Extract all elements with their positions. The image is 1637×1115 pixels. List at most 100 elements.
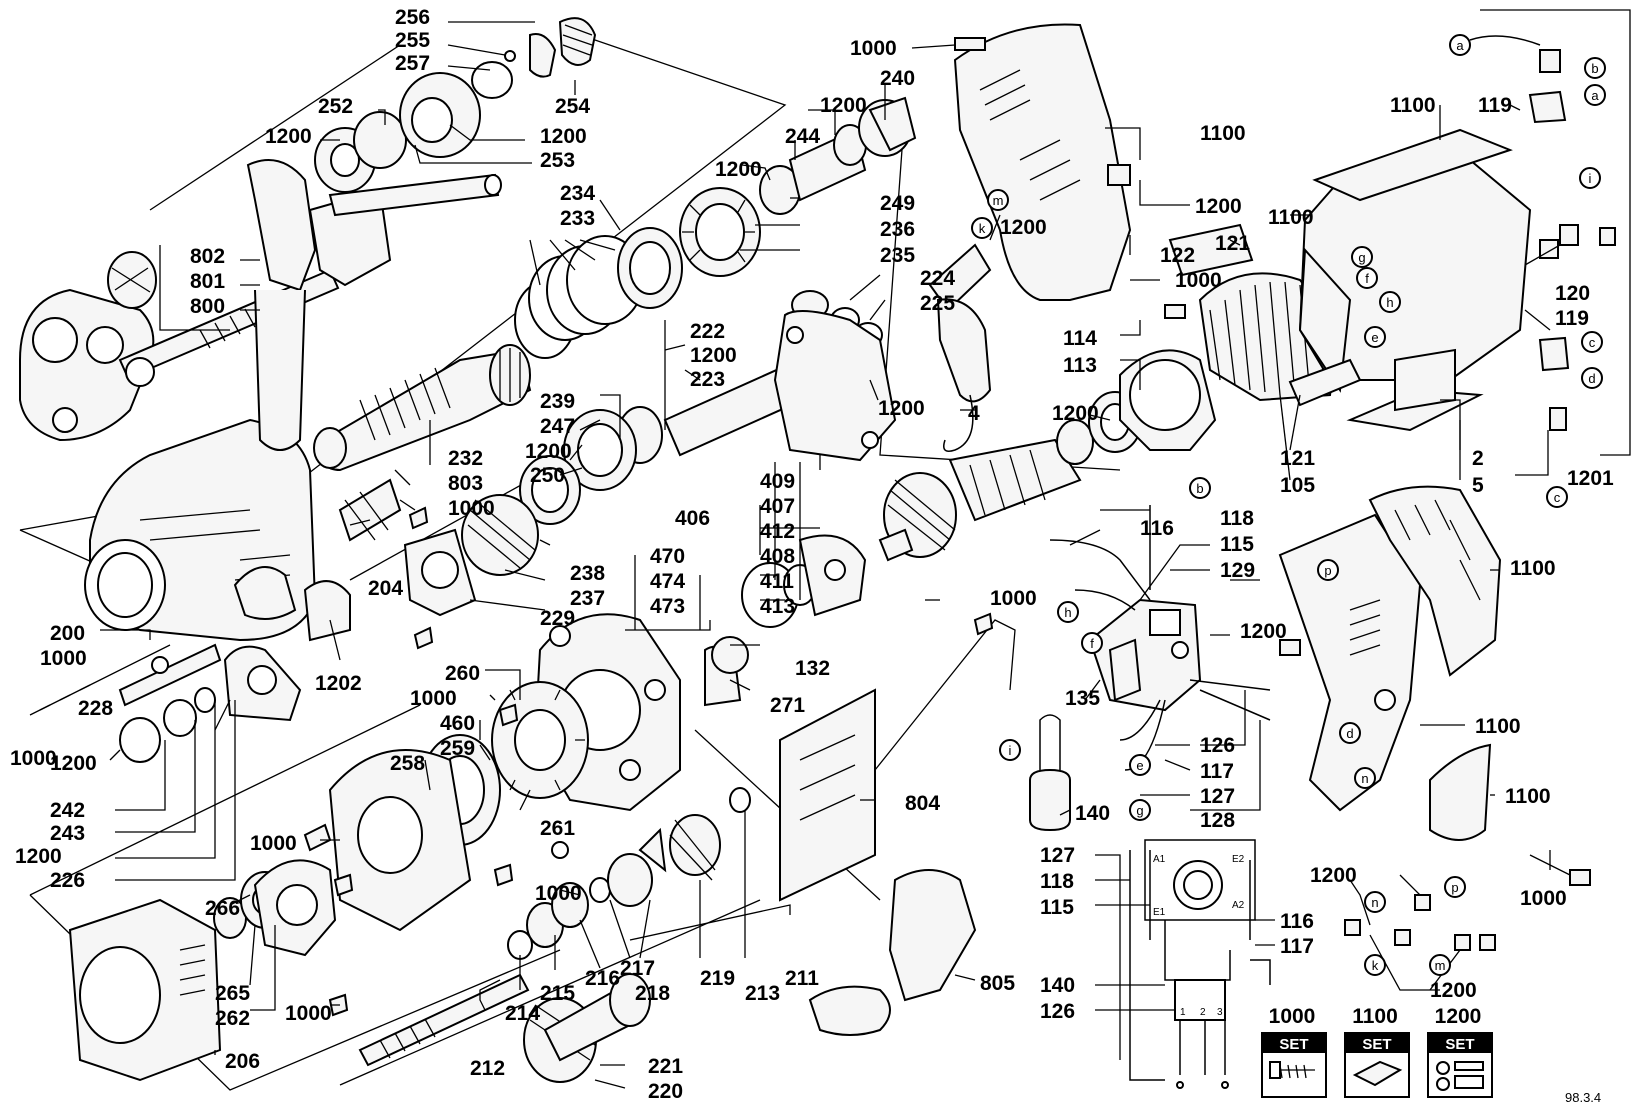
bracket-804 (779, 619, 1016, 1036)
callout-140: 140 (1075, 802, 1110, 825)
callout-1201: 1201 (1567, 467, 1614, 490)
callout-232: 232 (448, 447, 483, 470)
callout-118: 118 (1220, 507, 1254, 530)
switch-135 (1029, 505, 1271, 832)
callout-239: 239 (540, 390, 575, 413)
svg-text:d: d (1346, 726, 1353, 741)
wire-tag-i: i (999, 739, 1021, 761)
callout-204: 204 (368, 577, 403, 600)
callout-217: 217 (620, 957, 655, 980)
callout-113: 113 (1063, 354, 1097, 377)
callout-105: 105 (1280, 474, 1315, 497)
callout-1200: 1200 (525, 440, 572, 463)
set-badge: SET (1445, 1036, 1474, 1053)
callout-470: 470 (650, 545, 685, 568)
callout-1100: 1100 (1510, 557, 1556, 580)
callout-234: 234 (560, 182, 595, 205)
callout-242: 242 (50, 799, 85, 822)
wire-tag-m: m (987, 189, 1009, 211)
callout-260: 260 (445, 662, 480, 685)
wire-tag-e: e (1364, 326, 1386, 348)
armature (878, 391, 1142, 562)
callout-265: 265 (215, 982, 250, 1005)
wire-tag-g: g (1129, 799, 1151, 821)
callout-126: 126 (1040, 1000, 1075, 1023)
schematic-terminal-1: 1 (1180, 1007, 1186, 1018)
callout-237: 237 (570, 587, 605, 610)
callout-412: 412 (760, 520, 795, 543)
callout-200: 200 (50, 622, 85, 645)
callout-119: 119 (1555, 307, 1589, 330)
callout-1100: 1100 (1390, 94, 1436, 117)
callout-119: 119 (1478, 94, 1512, 117)
callout-2: 2 (1472, 447, 1484, 470)
callout-116: 116 (1140, 517, 1174, 540)
callout-1200: 1200 (15, 845, 62, 868)
set-number-1200: 1200 (1435, 1005, 1482, 1028)
callout-1100: 1100 (1268, 206, 1314, 229)
spindle-assembly (313, 17, 917, 472)
svg-text:c: c (1554, 490, 1561, 505)
callout-235: 235 (880, 244, 915, 267)
callout-1000: 1000 (40, 647, 87, 670)
callout-801: 801 (190, 270, 225, 293)
svg-text:n: n (1371, 895, 1378, 910)
callout-115: 115 (1220, 533, 1254, 556)
callout-800: 800 (190, 295, 225, 318)
wire-tags: a b a i g f h e c d c m k b p h f d i e … (971, 34, 1606, 976)
wire-tag-b: b (1584, 57, 1606, 79)
wire-tag-n: n (1364, 891, 1386, 913)
callout-252: 252 (318, 95, 353, 118)
callout-218: 218 (635, 982, 670, 1005)
wiring-schematic (1129, 839, 1271, 1089)
callout-258: 258 (390, 752, 425, 775)
side-handle-800 (19, 159, 502, 451)
callout-5: 5 (1472, 474, 1484, 497)
callout-236: 236 (880, 218, 915, 241)
callout-1200: 1200 (265, 125, 312, 148)
stator-105 (1119, 128, 1532, 451)
callout-219: 219 (700, 967, 735, 990)
callout-1200: 1200 (1052, 402, 1099, 425)
callout-803: 803 (448, 472, 483, 495)
callout-249: 249 (880, 192, 915, 215)
set-number-1000: 1000 (1269, 1005, 1316, 1028)
callout-121: 121 (1280, 447, 1315, 470)
leader-lines (100, 21, 1561, 1089)
handle-housing-1100 (928, 23, 1502, 841)
callout-1000: 1000 (1175, 269, 1222, 292)
plate-229 (303, 528, 477, 642)
callout-215: 215 (540, 982, 575, 1005)
callout-413: 413 (760, 595, 795, 618)
callout-411: 411 (760, 570, 794, 593)
callout-222: 222 (690, 320, 725, 343)
schematic-labels: A1 E2 E1 A2 1 2 3 (1153, 854, 1245, 1018)
callout-1200: 1200 (1240, 620, 1287, 643)
set-number-1100: 1100 (1352, 1005, 1398, 1028)
callout-1200: 1200 (878, 397, 925, 420)
wire-tag-b: b (1189, 477, 1211, 499)
wire-tag-p: p (1317, 559, 1339, 581)
callout-805: 805 (980, 972, 1015, 995)
svg-text:d: d (1588, 371, 1595, 386)
callout-804: 804 (905, 792, 940, 815)
callout-257: 257 (395, 52, 430, 75)
date-code: 98.3.4 (1565, 1090, 1601, 1105)
callout-223: 223 (690, 368, 725, 391)
svg-text:b: b (1196, 481, 1203, 496)
callout-1200: 1200 (690, 344, 737, 367)
gear-housing-200 (84, 418, 317, 642)
intermediate-shaft (338, 290, 897, 576)
callout-1000: 1000 (410, 687, 457, 710)
callout-1200: 1200 (540, 125, 587, 148)
motor-flange-260 (328, 534, 867, 932)
callout-114: 114 (1063, 327, 1097, 350)
callout-116: 116 (1280, 910, 1314, 933)
callout-256: 256 (395, 6, 430, 29)
svg-text:a: a (1591, 88, 1599, 103)
callout-126: 126 (1200, 734, 1235, 757)
svg-text:m: m (1435, 958, 1446, 973)
svg-text:e: e (1136, 758, 1143, 773)
callout-240: 240 (880, 67, 915, 90)
wire-tag-g: g (1351, 246, 1373, 268)
